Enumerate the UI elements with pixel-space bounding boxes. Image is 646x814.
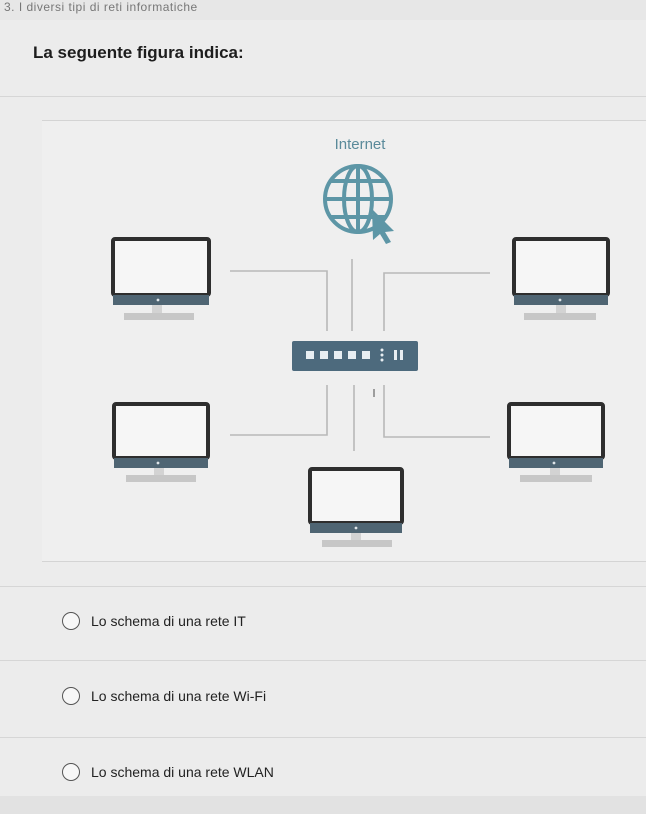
question-title: La seguente figura indica: [33, 43, 244, 62]
cursor-icon [372, 209, 394, 244]
answer-option-label: Lo schema di una rete Wi-Fi [91, 688, 267, 704]
answer-option-1[interactable]: Lo schema di una rete IT [62, 608, 246, 634]
divider [0, 660, 646, 661]
connection-lines [230, 259, 490, 451]
previous-question-strip: 3. I diversi tipi di reti informatiche [0, 0, 646, 20]
radio-button[interactable] [62, 687, 80, 705]
network-switch-icon [292, 341, 418, 371]
bottom-edge [0, 796, 646, 814]
radio-button[interactable] [62, 612, 80, 630]
divider [0, 737, 646, 738]
network-diagram: Internet [42, 120, 646, 562]
monitor-icon [507, 402, 605, 482]
monitor-icon [111, 237, 211, 320]
monitor-icon [112, 402, 210, 482]
answer-option-label: Lo schema di una rete IT [91, 613, 246, 629]
answer-option-label: Lo schema di una rete WLAN [91, 764, 274, 780]
monitor-icon [512, 237, 610, 320]
monitor-icon [308, 467, 404, 547]
divider [0, 586, 646, 587]
internet-label: Internet [335, 136, 387, 153]
previous-question-text: 3. I diversi tipi di reti informatiche [4, 0, 198, 14]
radio-button[interactable] [62, 763, 80, 781]
answer-option-2[interactable]: Lo schema di una rete Wi-Fi [62, 683, 266, 709]
answer-option-3[interactable]: Lo schema di una rete WLAN [62, 759, 274, 785]
divider [0, 96, 646, 97]
